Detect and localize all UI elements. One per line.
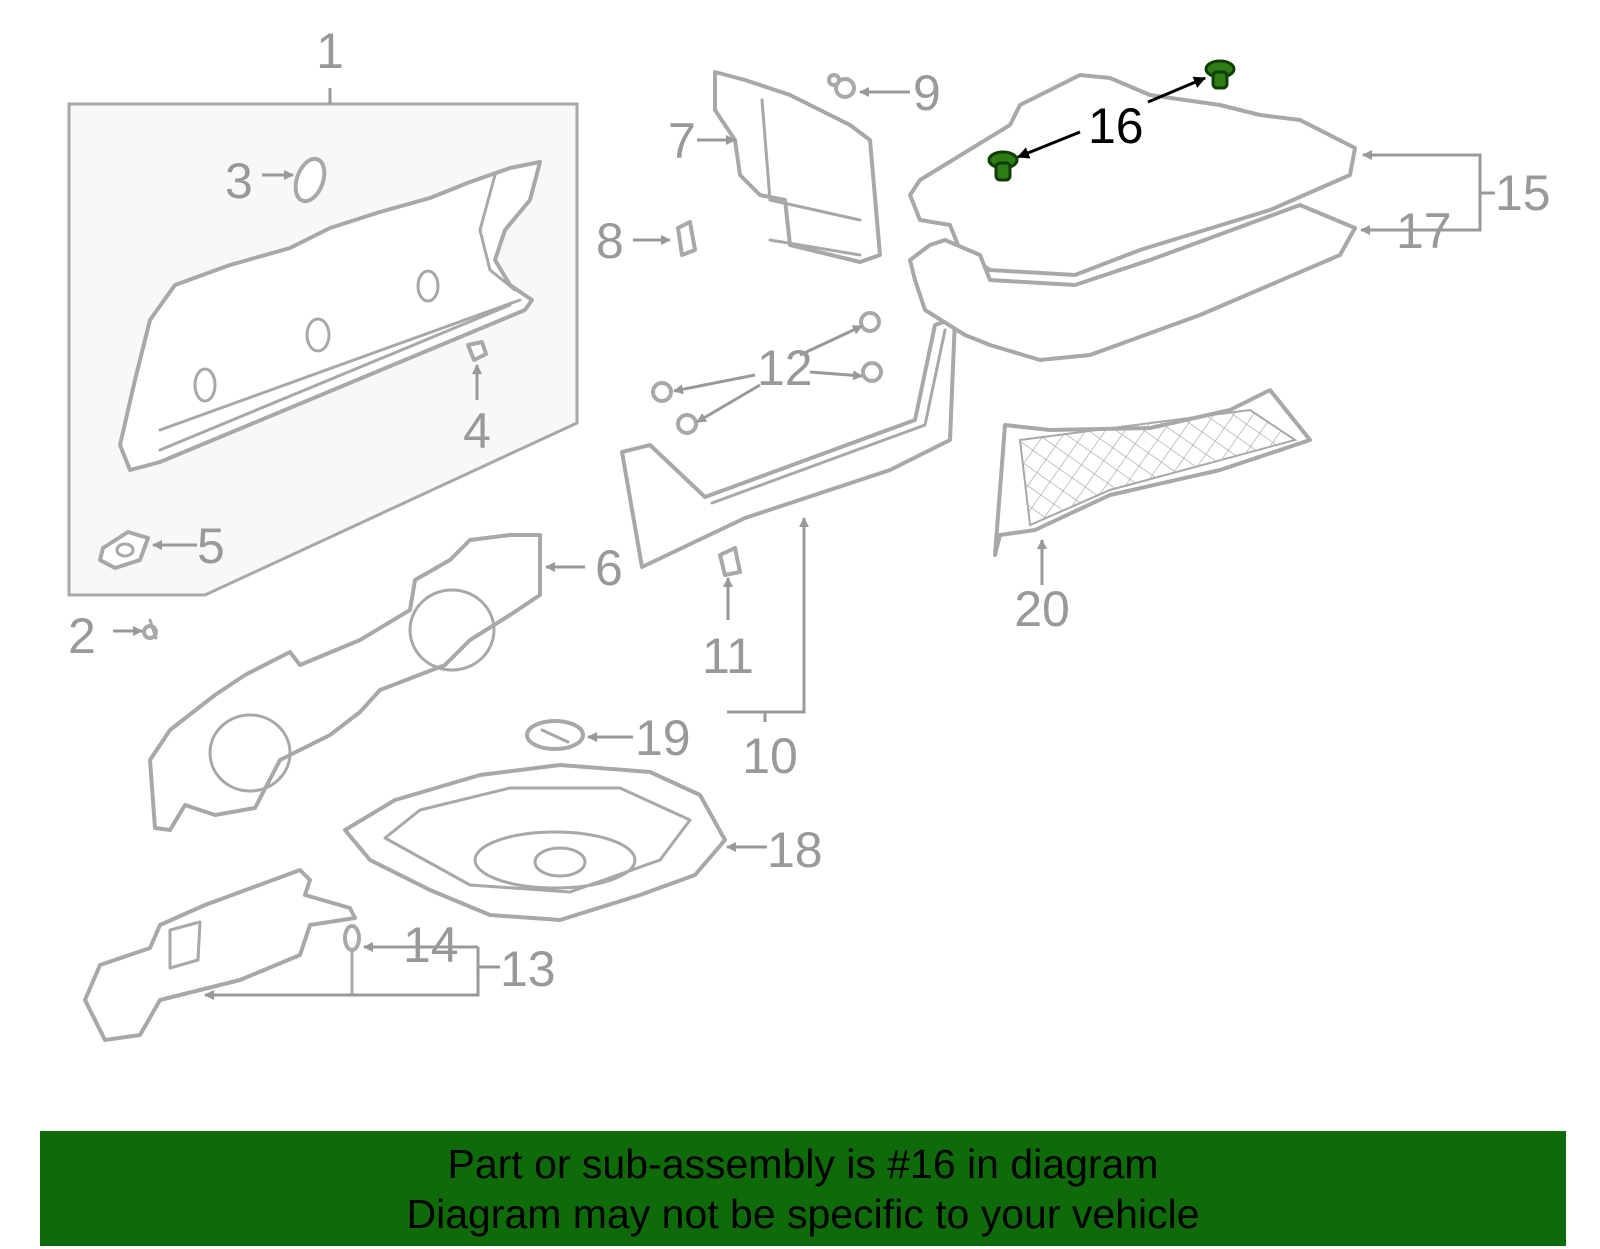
- part-11-clip: [718, 546, 742, 577]
- part-20-cargo-net: [993, 388, 1312, 557]
- callout-8: 8: [596, 213, 624, 269]
- part-8-clip: [676, 220, 697, 257]
- quarter-trim-panel: [118, 160, 542, 472]
- callout-20: 20: [1014, 581, 1070, 637]
- part-12-fasteners: [651, 311, 883, 435]
- part-14-pin: [343, 924, 361, 997]
- callout-12: 12: [757, 340, 813, 396]
- callout-1: 1: [316, 23, 344, 79]
- callout-6: 6: [595, 540, 623, 596]
- callout-17: 17: [1396, 203, 1452, 259]
- callout-4: 4: [463, 403, 491, 459]
- leader-lines: [113, 76, 1495, 1000]
- callout-16: 16: [1088, 98, 1144, 154]
- callout-7: 7: [668, 113, 696, 169]
- part-13-bracket: [83, 868, 357, 1042]
- parts-diagram: 1 2 3 4 5 6 7 8 9 10 11 12 13 14 15 16 1…: [67, 23, 1551, 1042]
- part-7-panel: [713, 70, 882, 264]
- part-2-screw: [142, 618, 158, 640]
- part-15-floor-cover: [908, 73, 1357, 277]
- callout-10: 10: [742, 728, 798, 784]
- info-banner: Part or sub-assembly is #16 in diagram D…: [40, 1131, 1566, 1246]
- part-3-grommet: [293, 156, 327, 204]
- callout-5: 5: [197, 518, 225, 574]
- part-9-clip: [827, 73, 856, 99]
- callout-15: 15: [1495, 165, 1551, 221]
- callout-13: 13: [500, 941, 556, 997]
- callout-3: 3: [225, 153, 253, 209]
- callout-14: 14: [403, 917, 459, 973]
- part-19-retainer: [525, 719, 585, 751]
- part-5-bracket: [98, 530, 150, 570]
- callout-11: 11: [702, 628, 754, 684]
- part-6-insulator: [148, 533, 542, 832]
- banner-line-1: Part or sub-assembly is #16 in diagram: [447, 1140, 1159, 1187]
- callout-9: 9: [913, 65, 941, 121]
- part-16-fastener-a: [1204, 59, 1236, 90]
- part-16-fastener-b: [987, 150, 1019, 182]
- callout-2: 2: [68, 608, 96, 664]
- callout-19: 19: [635, 710, 691, 766]
- part-18-tire-cover: [343, 763, 727, 922]
- part-4-clip: [466, 340, 488, 362]
- part-17-floor-mat: [908, 203, 1357, 362]
- banner-line-2: Diagram may not be specific to your vehi…: [406, 1190, 1200, 1237]
- callout-18: 18: [767, 822, 823, 878]
